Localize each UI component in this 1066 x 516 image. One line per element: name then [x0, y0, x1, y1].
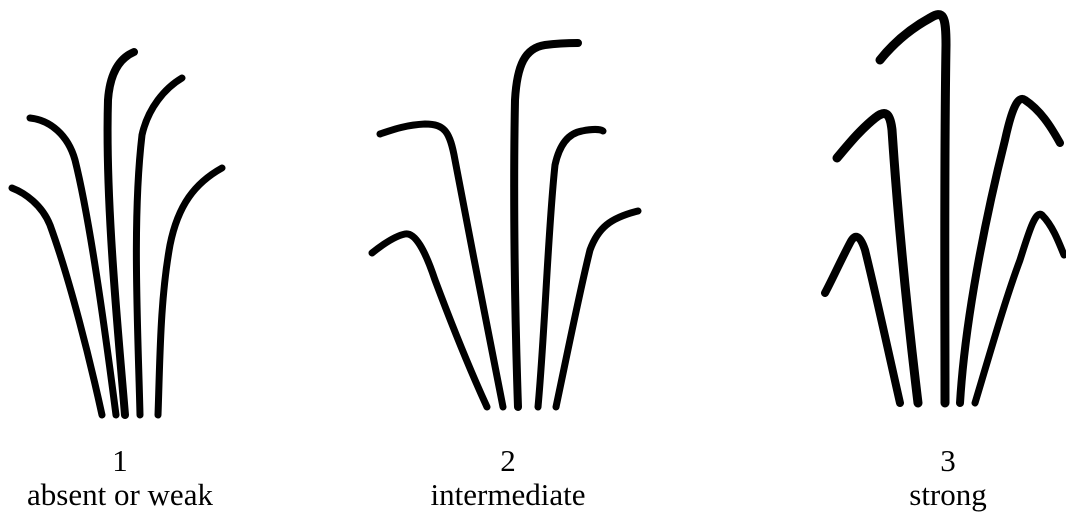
leaf-2-5: [556, 211, 638, 407]
plant-drawing-3: [825, 15, 1064, 403]
caption-3: 3 strong: [798, 444, 1066, 512]
leaf-1-2: [30, 118, 116, 415]
leaf-3-4: [960, 99, 1060, 403]
leaf-1-5: [158, 168, 222, 415]
caption-3-number: 3: [798, 444, 1066, 478]
leaf-3-5: [975, 214, 1064, 403]
leaf-2-2: [380, 124, 503, 407]
caption-1: 1 absent or weak: [0, 444, 270, 512]
caption-1-label: absent or weak: [0, 478, 270, 512]
caption-2: 2 intermediate: [358, 444, 658, 512]
leaf-3-1: [825, 237, 900, 403]
leaf-2-1: [372, 234, 487, 407]
caption-3-label: strong: [798, 478, 1066, 512]
caption-1-number: 1: [0, 444, 270, 478]
leaf-3-2: [837, 114, 918, 403]
plant-drawing-1: [12, 52, 222, 415]
caption-2-number: 2: [358, 444, 658, 478]
plant-drawing-2: [372, 43, 638, 407]
caption-2-label: intermediate: [358, 478, 658, 512]
leaf-2-4: [538, 130, 603, 408]
